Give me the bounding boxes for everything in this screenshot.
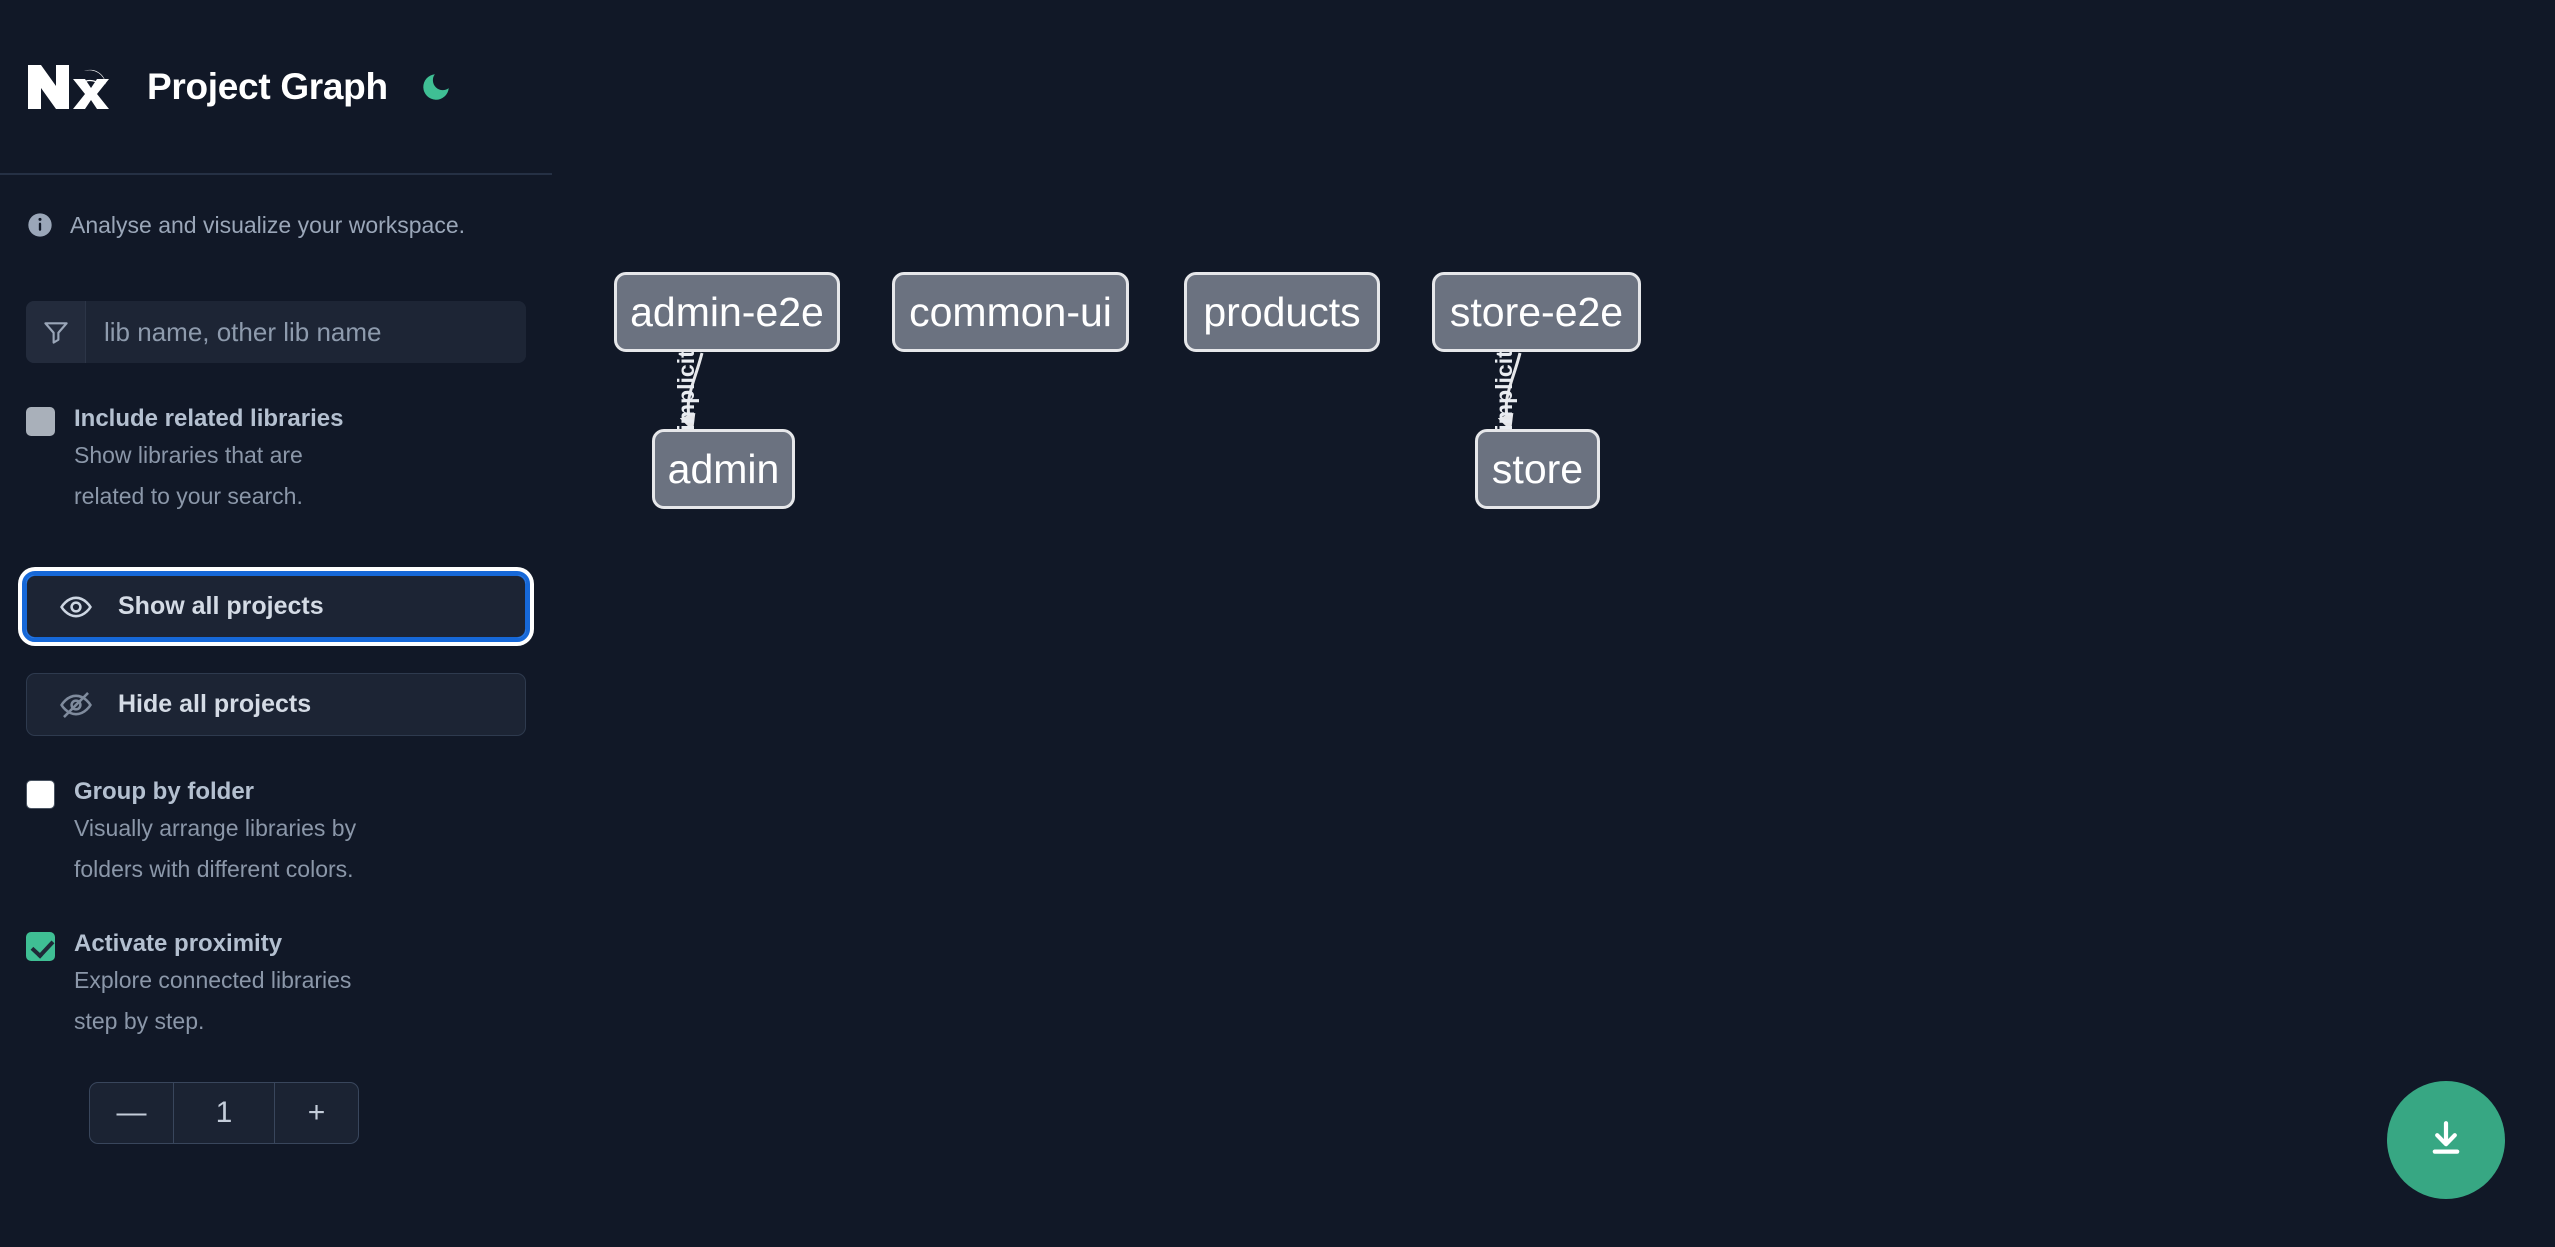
- option-activate-proximity[interactable]: Activate proximity Explore connected lib…: [0, 928, 552, 1042]
- graph-node-common-ui[interactable]: common-ui: [892, 272, 1129, 352]
- filter-funnel-icon: [26, 301, 86, 363]
- edge-label-implicit-admin: implicit: [672, 350, 699, 431]
- page-title: Project Graph: [147, 65, 388, 107]
- graph-node-admin[interactable]: admin: [652, 429, 795, 509]
- download-icon: [2432, 1121, 2460, 1154]
- hide-all-projects-button[interactable]: Hide all projects: [26, 673, 526, 736]
- nx-logo-icon: [28, 64, 109, 109]
- graph-node-admin-e2e[interactable]: admin-e2e: [614, 272, 840, 352]
- option-title: Group by folder: [74, 778, 254, 805]
- include-related-libraries-checkbox[interactable]: [26, 407, 55, 436]
- graph-node-products[interactable]: products: [1184, 272, 1380, 352]
- proximity-decrement-button[interactable]: —: [90, 1083, 174, 1143]
- download-graph-button[interactable]: [2387, 1081, 2505, 1199]
- hide-all-projects-label: Hide all projects: [118, 690, 312, 718]
- sidebar-header: Project Graph: [0, 0, 552, 175]
- option-include-related-libraries[interactable]: Include related libraries Show libraries…: [0, 403, 552, 517]
- group-by-folder-checkbox[interactable]: [26, 780, 55, 809]
- graph-node-store[interactable]: store: [1475, 429, 1600, 509]
- graph-edges: [679, 352, 1522, 432]
- search-filter-bar: [26, 301, 526, 363]
- proximity-stepper: — 1 +: [89, 1082, 359, 1144]
- tagline-text: Analyse and visualize your workspace.: [70, 211, 466, 238]
- info-icon: [28, 213, 52, 237]
- option-description: Show libraries that are related to your …: [74, 442, 303, 509]
- option-title: Activate proximity: [74, 930, 283, 957]
- eye-icon: [60, 596, 92, 617]
- edge-label-implicit-store: implicit: [1490, 350, 1517, 431]
- proximity-value: 1: [215, 1096, 233, 1129]
- proximity-increment-button[interactable]: +: [274, 1083, 358, 1143]
- moon-icon[interactable]: [416, 67, 456, 107]
- option-title: Include related libraries: [74, 405, 344, 432]
- option-group-by-folder[interactable]: Group by folder Visually arrange librari…: [0, 776, 552, 890]
- graph-node-store-e2e[interactable]: store-e2e: [1432, 272, 1641, 352]
- sidebar-body: Analyse and visualize your workspace. In…: [0, 175, 552, 1144]
- eye-slash-icon: [60, 691, 92, 718]
- show-all-projects-label: Show all projects: [118, 592, 324, 620]
- sidebar: Project Graph Analyse and visualize your…: [0, 0, 552, 1247]
- option-description: Explore connected libraries step by step…: [74, 967, 352, 1034]
- search-input[interactable]: [86, 301, 526, 363]
- workspace-tagline: Analyse and visualize your workspace.: [0, 175, 552, 239]
- option-description: Visually arrange libraries by folders wi…: [74, 815, 357, 882]
- show-all-projects-button[interactable]: Show all projects: [22, 571, 530, 642]
- graph-canvas[interactable]: implicit implicit admin-e2e common-ui pr…: [552, 0, 2555, 1247]
- activate-proximity-checkbox[interactable]: [26, 932, 55, 961]
